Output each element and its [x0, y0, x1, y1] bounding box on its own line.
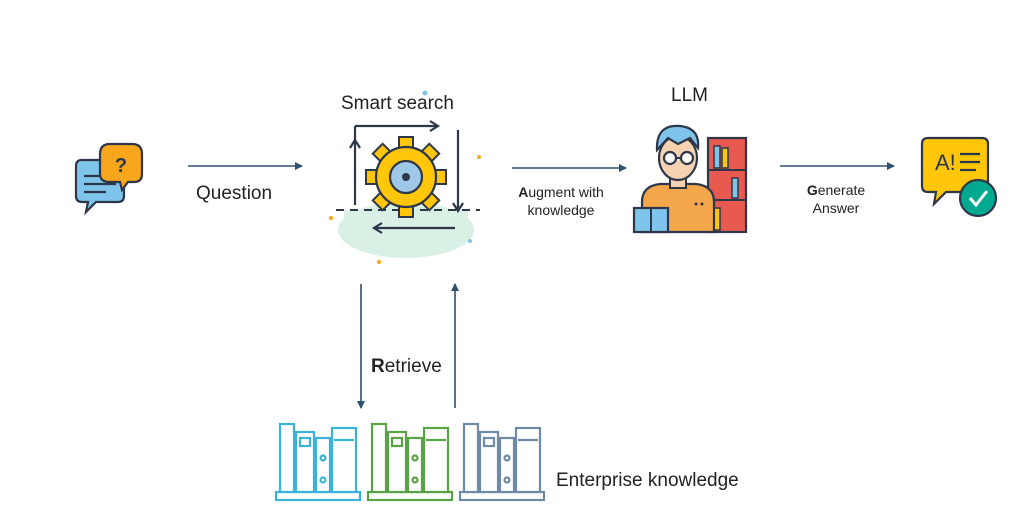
svg-text:?: ?	[115, 155, 127, 177]
chat-question-icon: ?	[74, 142, 144, 216]
document-binders-icon	[274, 422, 546, 502]
label-augment: Augment with knowledge	[506, 183, 616, 219]
gear-search-icon	[329, 90, 481, 264]
svg-text:A!: A!	[935, 150, 956, 175]
label-retrieve: Retrieve	[371, 356, 442, 378]
label-augment-rest: ugment with	[528, 184, 604, 200]
label-question: Question	[196, 183, 273, 204]
label-augment-initial: A	[518, 184, 529, 200]
binder-group-blue	[274, 422, 362, 502]
label-generate-initial: G	[806, 182, 818, 198]
label-generate: Generate Answer	[786, 181, 886, 217]
label-llm: LLM	[671, 85, 708, 106]
label-generate-line2: Answer	[812, 200, 860, 216]
label-smart-search: Smart search	[341, 93, 454, 114]
label-retrieve-initial: R	[371, 356, 385, 377]
label-enterprise-knowledge: Enterprise knowledge	[556, 470, 739, 491]
binder-group-slate	[458, 422, 546, 502]
ai-answer-check-icon: A!	[920, 136, 998, 218]
label-generate-rest: enerate	[817, 182, 866, 198]
person-with-books-icon	[632, 124, 748, 234]
binder-group-green	[366, 422, 454, 502]
label-augment-line2: knowledge	[527, 202, 595, 218]
label-retrieve-rest: etrieve	[384, 356, 442, 377]
